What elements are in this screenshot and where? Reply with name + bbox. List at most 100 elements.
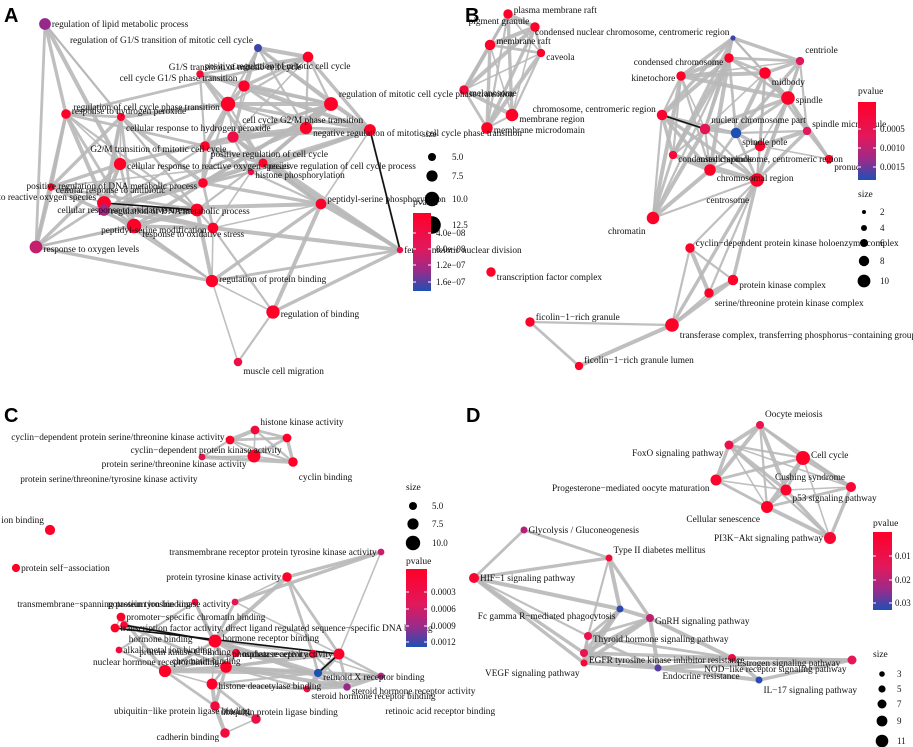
label-endocrine-resistance: Endocrine resistance — [663, 672, 740, 682]
edge-a20-a27 — [195, 208, 214, 283]
label-steroid-hormone-receptor-binding: steroid hormone receptor binding — [311, 692, 436, 702]
pvalue-colorbar — [873, 532, 892, 610]
edge-a17-a25 — [34, 185, 53, 249]
label-condensed-chromosome: condensed chromosome — [634, 58, 724, 68]
edge-b6-b9 — [680, 60, 801, 77]
edge-c20-c27 — [337, 652, 383, 678]
node-regulation-of-g1-s-transition-of-mitotic-cell-cycle — [254, 44, 262, 52]
edge-d2-d5 — [714, 443, 731, 482]
edge-c12-c20 — [234, 601, 340, 655]
label-protein-kinase-complex: protein kinase complex — [739, 281, 826, 291]
label-cyclin-dependent-protein-serine-threonine-kinase-activity: cyclin−dependent protein serine/threonin… — [11, 433, 225, 443]
edge-b23-b8 — [651, 56, 731, 220]
label-protein-serine-threonine-kinase-activity: protein serine/threonine kinase activity — [102, 460, 247, 470]
edge-c10-c12 — [234, 576, 288, 603]
label-transcription-factor-activity-direct-ligand-regulated-sequen: transcription factor activity, direct li… — [120, 623, 432, 634]
edge-d2-d8 — [727, 443, 832, 540]
edge-b13-b22 — [703, 127, 759, 182]
node-centrosome — [750, 173, 764, 187]
edge-a1-a15 — [43, 22, 122, 166]
edge-d14-d18 — [586, 634, 660, 670]
network-nodes — [11, 9, 857, 738]
edge-c16-c23 — [211, 640, 216, 685]
label-positive-regulation-of-dna-metabolic-process: positive regulation of DNA metabolic pro… — [27, 181, 198, 192]
edge-a22-a28 — [271, 202, 323, 314]
node-cellular-response-to-reactive-oxygen-species — [113, 157, 127, 171]
size-legend-dot — [878, 685, 886, 693]
size-legend-title-c: size — [406, 483, 421, 493]
node-spindle-pole — [730, 127, 742, 139]
edge-b28-b30 — [528, 320, 581, 368]
edge-a9-a17 — [49, 115, 123, 189]
node-steroid-hormone-receptor-binding — [303, 685, 311, 693]
node-alkali-metal-ion-binding — [115, 646, 123, 654]
pvalue-legend-label: 8.0e−08 — [436, 244, 466, 254]
edge-c23-c26 — [210, 682, 309, 691]
label-cyclin-binding: cyclin binding — [299, 473, 353, 483]
edge-c21-c28 — [163, 669, 217, 708]
edge-b13-b21 — [703, 127, 712, 172]
node-magnesium-ion-binding — [44, 524, 56, 536]
label-muscle-cell-migration: muscle cell migration — [243, 367, 324, 377]
node-estrogen-signaling-pathway — [728, 654, 736, 662]
edge-a24-a26 — [211, 226, 402, 252]
label-ubiquitin-protein-ligase-binding: ubiquitin protein ligase binding — [221, 708, 338, 718]
size-legend-label: 7.5 — [452, 171, 464, 181]
edge-c28-c29 — [214, 705, 257, 720]
edge-b6-b17 — [734, 59, 802, 135]
node-transmembrane-receptor-protein-tyrosine-kinase-activity — [377, 548, 385, 556]
size-legend-label: 5.0 — [452, 152, 464, 162]
edge-a19-a27 — [102, 201, 214, 283]
label-retinoid-x-receptor-binding: retinoid X receptor binding — [323, 673, 425, 683]
edge-d2-d7 — [728, 444, 768, 508]
edge-b11-b13 — [703, 96, 790, 131]
edge-a4-a13 — [198, 72, 207, 148]
node-chromatin — [646, 211, 660, 225]
edge-a11-a22 — [320, 129, 371, 205]
size-legend-dot — [875, 734, 889, 747]
edge-b11-b17 — [734, 96, 790, 135]
label-kinetochore: kinetochore — [631, 74, 675, 84]
label-potassium-ion-binding: potassium ion binding — [108, 600, 191, 610]
edge-a23-a6 — [132, 102, 333, 228]
edge-b6-b14 — [798, 59, 809, 133]
node-nuclear-hormone-receptor-binding — [220, 661, 232, 673]
size-legend-label: 2 — [880, 207, 885, 217]
node-g1-s-transition-of-mitotic-cell-cycle — [302, 51, 314, 63]
label-ubiquitin-like-protein-ligase-binding: ubiquitin−like protein ligase binding — [114, 707, 251, 717]
size-legend-dot — [424, 191, 440, 207]
label-cell-cycle-g2-m-phase-transition: cell cycle G2/M phase transition — [242, 116, 363, 126]
edge-b2-b16 — [485, 25, 537, 130]
panel-letter-d: D — [466, 405, 480, 427]
label-nod-like-receptor-signaling-pathway: NOD−like receptor signaling pathway — [704, 665, 847, 675]
label-cellular-response-to-hydrogen-peroxide: cellular response to hydrogen peroxide — [126, 124, 271, 134]
edge-a13-a18 — [201, 144, 207, 185]
edge-a26-a28 — [271, 248, 402, 314]
pvalue-legend-label: 0.02 — [895, 575, 911, 585]
size-legend-label: 8 — [880, 256, 885, 266]
edge-b5-b13 — [703, 36, 735, 131]
pvalue-legend-label: 0.0012 — [431, 637, 456, 647]
edge-c10-c19 — [285, 575, 315, 656]
edge-a28-a29 — [236, 310, 275, 364]
edge-a8-a13 — [203, 102, 230, 148]
label-midbody: midbody — [772, 78, 805, 88]
node-cyclin-dependent-protein-kinase-activity — [282, 433, 292, 443]
label-glycolysis-gluconeogenesis: Glycolysis / Gluconeogenesis — [529, 526, 640, 536]
edge-b10-b13 — [704, 72, 766, 130]
edge-a27-a29 — [211, 280, 239, 363]
node-promoter-specific-chromatin-binding — [116, 612, 126, 622]
edge-d10-d14 — [586, 556, 611, 638]
node-cellular-response-to-oxidative-stress — [190, 203, 204, 217]
label-regulation-of-g1-s-transition-of-mitotic-cell-cycle: regulation of G1/S transition of mitotic… — [70, 35, 253, 46]
edge-d16-d20 — [730, 656, 761, 682]
label-fc-gamma-r-mediated-phagocytosis: Fc gamma R−mediated phagocytosis — [478, 612, 616, 622]
node-foxo-signaling-pathway — [724, 440, 734, 450]
node-vegf-signaling-pathway — [580, 659, 588, 667]
edge-d9-d11 — [472, 528, 526, 580]
label-pi3k-akt-signaling-pathway: PI3K−Akt signaling pathway — [714, 534, 823, 544]
node-il-17-signaling-pathway — [755, 676, 763, 684]
size-legend-label: 10.0 — [452, 194, 468, 204]
